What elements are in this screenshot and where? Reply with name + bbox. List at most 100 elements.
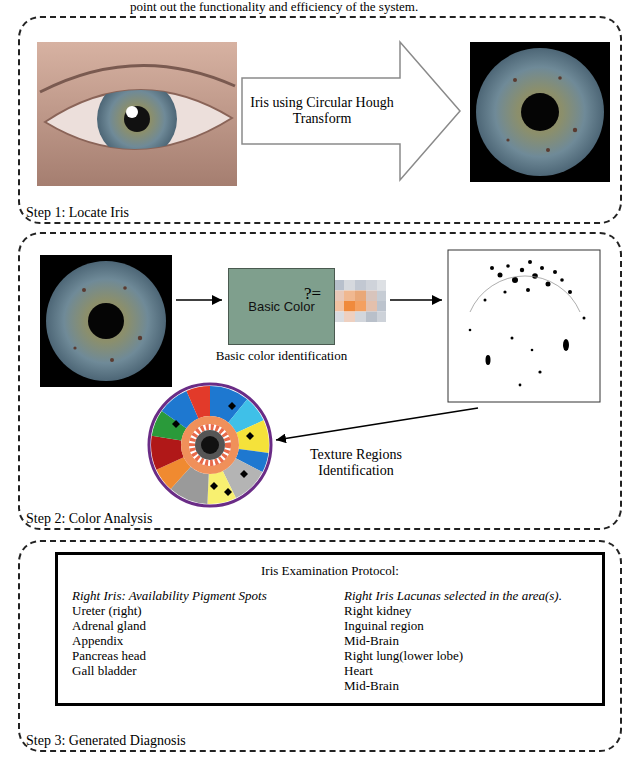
label-holder: ?= xyxy=(304,284,321,304)
iris-image-part xyxy=(123,286,127,290)
pixel-sample-part xyxy=(344,291,355,302)
page-text: point out the functionality and efficien… xyxy=(130,0,418,14)
protocol-title: Iris Examination Protocol: xyxy=(72,563,588,578)
arrow-text: Iris using Circular Hough Transform xyxy=(246,95,398,127)
spot-map-part xyxy=(484,299,487,302)
box-caption: Basic color identification xyxy=(216,348,347,363)
list-item: Ureter (right) xyxy=(72,603,344,618)
step-caption: Step 3: Generated Diagnosis xyxy=(26,733,186,749)
column-heading: Right Iris Lacunas selected in the area(… xyxy=(344,588,588,603)
spot-map-part xyxy=(486,355,491,365)
pixel-sample-part xyxy=(377,291,386,302)
iris-chart-part-part xyxy=(166,401,254,489)
iris-image-part xyxy=(573,128,577,132)
pixel-sample-part xyxy=(366,301,377,312)
iris-chart-part xyxy=(224,488,232,496)
spot-map-part xyxy=(506,264,510,268)
caption-holder: Step 3: Generated Diagnosis xyxy=(26,733,186,749)
spot-map-part xyxy=(520,268,524,272)
iris-chart-part-part xyxy=(166,401,254,489)
list-item: Mid-Brain xyxy=(344,633,588,648)
iris-image-part xyxy=(558,76,562,80)
iris-chart-part-part xyxy=(166,401,254,489)
iris-image-part xyxy=(40,255,172,387)
spot-map-part xyxy=(540,266,544,270)
spot-map-part xyxy=(538,370,541,373)
iris-chart-part-part xyxy=(166,401,254,489)
iris-chart-part xyxy=(240,470,248,478)
eye-photo-part xyxy=(40,65,235,92)
iris-chart-part-part xyxy=(166,401,254,489)
protocol-column: Right Iris Lacunas selected in the area(… xyxy=(344,588,588,693)
pixel-sample-part xyxy=(366,280,377,291)
step-caption: Step 1: Locate Iris xyxy=(26,205,129,221)
spot-map-part xyxy=(583,317,586,320)
spot-map-part xyxy=(560,278,564,282)
eye-photo-part xyxy=(97,79,177,159)
eye-photo-part-part xyxy=(97,79,177,159)
spot-map-part xyxy=(563,339,569,351)
spot-map-part xyxy=(546,282,551,287)
iris-chart-part-part xyxy=(166,401,254,489)
iris-image-part xyxy=(110,358,114,362)
iris-image-part xyxy=(513,78,517,82)
iris-image-part xyxy=(46,261,166,381)
step-panel: Step 3: Generated Diagnosis Iris Examinat… xyxy=(18,540,622,752)
arrow-shape: Iris using Circular Hough Transform xyxy=(240,40,462,182)
caption-holder: Basic color identification xyxy=(216,348,347,363)
iris-image-part xyxy=(82,288,86,292)
spot-map-part xyxy=(531,349,534,352)
spot-map-part xyxy=(512,277,518,283)
protocol-box: Iris Examination Protocol: Right Iris: Av… xyxy=(55,552,605,706)
spot-map-part xyxy=(503,290,506,293)
eye-photo-part-part xyxy=(124,106,150,132)
protocol-columns: Right Iris: Availability Pigment SpotsUr… xyxy=(72,588,588,693)
list-item: Pancreas head xyxy=(72,648,344,663)
pixel-sample-part xyxy=(344,301,355,312)
list-item: Right lung(lower lobe) xyxy=(344,648,588,663)
step-caption: Step 2: Color Analysis xyxy=(26,511,152,527)
spot-map-part xyxy=(470,276,580,312)
iris-chart-part-part xyxy=(166,401,254,489)
pixel-sample-part xyxy=(377,312,386,323)
list-item: Gall bladder xyxy=(72,663,344,678)
step-panel: Step 2: Color Analysis Basic ColorBasic c… xyxy=(18,232,622,530)
caption-holder: Step 1: Locate Iris xyxy=(26,205,129,221)
spot-map-part xyxy=(553,270,557,274)
iris-chart-part xyxy=(149,384,271,506)
pixel-sample-part xyxy=(344,280,355,291)
iris-chart-part xyxy=(172,420,180,428)
column-heading: Right Iris: Availability Pigment Spots xyxy=(72,588,344,603)
pixel-sample-part xyxy=(355,301,366,312)
list-item: Right kidney xyxy=(344,603,588,618)
iris-image-part xyxy=(73,346,76,349)
pixel-sample-part xyxy=(355,291,366,302)
color-box: Basic ColorBasic color identification xyxy=(228,268,335,345)
eye-photo-part xyxy=(37,42,237,186)
flow-arrow-part xyxy=(276,408,478,440)
spot-map-part xyxy=(568,290,572,294)
iris-image-part xyxy=(476,48,604,176)
pixel-sample-part xyxy=(377,301,386,312)
spot-map-part xyxy=(498,273,503,278)
spot-map-part xyxy=(490,266,494,270)
spot-map-part xyxy=(519,384,522,387)
iris-chart-part xyxy=(210,482,218,490)
eye-photo xyxy=(37,42,237,186)
iris-chart-part xyxy=(195,430,225,460)
flow-arrow-part xyxy=(176,299,222,301)
pixel-sample-part xyxy=(366,312,377,323)
list-item: Mid-Brain xyxy=(344,678,588,693)
iris-chart-part xyxy=(185,420,235,470)
list-item: Heart xyxy=(344,663,588,678)
label-holder: Texture Regions Identification xyxy=(298,447,414,479)
iris-chart-part-part xyxy=(166,401,254,489)
iris-image-part xyxy=(138,336,142,340)
iris-image-part xyxy=(546,148,550,152)
iris-chart xyxy=(149,384,271,506)
iris-chart-part xyxy=(228,402,236,410)
pixel-sample-part xyxy=(355,280,366,291)
list-item: Adrenal gland xyxy=(72,618,344,633)
caption-holder: Step 2: Color Analysis xyxy=(26,511,152,527)
pixel-sample-part xyxy=(366,291,377,302)
